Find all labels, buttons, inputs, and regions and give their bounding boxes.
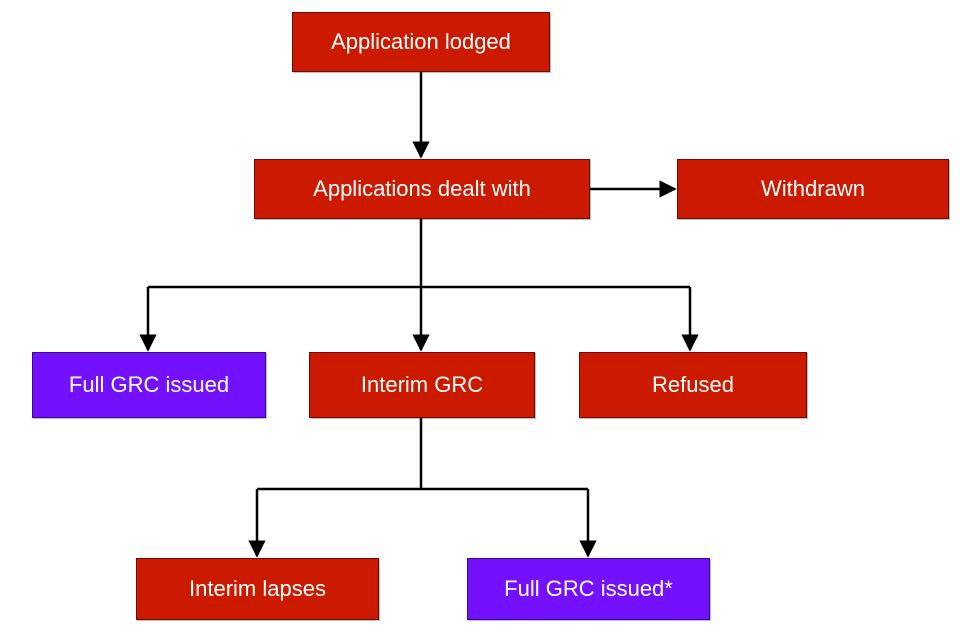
node-full-grc-issued-star: Full GRC issued* [467, 558, 710, 620]
node-label: Interim lapses [189, 576, 326, 601]
node-label: Full GRC issued* [504, 576, 673, 601]
node-label: Applications dealt with [313, 176, 531, 201]
node-label: Application lodged [331, 29, 511, 54]
node-withdrawn: Withdrawn [677, 159, 949, 219]
node-interim-lapses: Interim lapses [136, 558, 379, 620]
node-applications-dealt-with: Applications dealt with [254, 159, 590, 219]
node-label: Refused [652, 372, 734, 397]
node-interim-grc: Interim GRC [309, 352, 535, 418]
node-application-lodged: Application lodged [292, 12, 550, 72]
node-full-grc-issued: Full GRC issued [32, 352, 266, 418]
node-refused: Refused [579, 352, 807, 418]
node-label: Interim GRC [360, 372, 484, 397]
node-label: Withdrawn [761, 176, 865, 201]
node-label: Full GRC issued [68, 372, 230, 397]
